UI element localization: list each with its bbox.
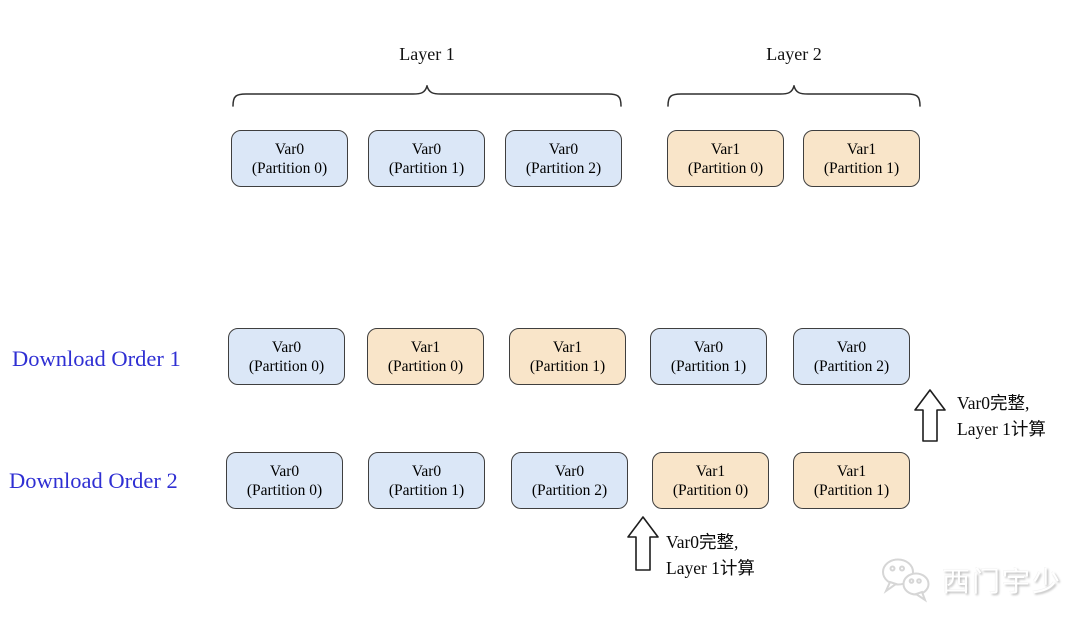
watermark-text: 西门宇少 <box>942 567 1063 598</box>
partition-label: (Partition 0) <box>672 481 749 499</box>
download-order-2-label: Download Order 2 <box>9 468 178 493</box>
partition-label: (Partition 0) <box>687 159 764 177</box>
layer2-var1-partition0-box: Var1 (Partition 0) <box>667 130 784 187</box>
var-label: Var1 <box>410 338 441 356</box>
layer1-var0-partition0-box: Var0 (Partition 0) <box>231 130 348 187</box>
var-label: Var0 <box>274 140 305 158</box>
layer2-var1-partition1-box: Var1 (Partition 1) <box>803 130 920 187</box>
watermark: 西门宇少 <box>878 556 1062 604</box>
partition-label: (Partition 0) <box>248 357 325 375</box>
partition-label: (Partition 1) <box>529 357 606 375</box>
var-label: Var0 <box>836 338 867 356</box>
order1-box-3: Var1 (Partition 1) <box>509 328 626 385</box>
order1-box-1: Var0 (Partition 0) <box>228 328 345 385</box>
partition-label: (Partition 1) <box>813 481 890 499</box>
layer1-var0-partition1-box: Var0 (Partition 1) <box>368 130 485 187</box>
layer1-var0-partition2-box: Var0 (Partition 2) <box>505 130 622 187</box>
partition-label: (Partition 2) <box>525 159 602 177</box>
var-label: Var0 <box>548 140 579 158</box>
partition-label: (Partition 2) <box>531 481 608 499</box>
up-arrow-icon <box>914 389 946 442</box>
partition-label: (Partition 0) <box>387 357 464 375</box>
order1-box-4: Var0 (Partition 1) <box>650 328 767 385</box>
var-label: Var0 <box>554 462 585 480</box>
order1-box-5: Var0 (Partition 2) <box>793 328 910 385</box>
partition-label: (Partition 0) <box>246 481 323 499</box>
annotation-line-1: Var0完整, <box>666 532 739 552</box>
download-order-1-label: Download Order 1 <box>12 346 181 371</box>
layer-2-brace <box>667 85 921 107</box>
var-label: Var1 <box>552 338 583 356</box>
up-arrow-icon <box>627 516 659 571</box>
partition-label: (Partition 0) <box>251 159 328 177</box>
partition-label: (Partition 1) <box>670 357 747 375</box>
var-label: Var0 <box>411 462 442 480</box>
layer-2-label: Layer 2 <box>766 44 822 64</box>
partition-label: (Partition 1) <box>388 481 465 499</box>
order2-box-3: Var0 (Partition 2) <box>511 452 628 509</box>
order2-annotation: Var0完整, Layer 1计算 <box>666 529 755 581</box>
wechat-icon <box>882 558 930 603</box>
order2-box-5: Var1 (Partition 1) <box>793 452 910 509</box>
order2-box-1: Var0 (Partition 0) <box>226 452 343 509</box>
annotation-line-2: Layer 1计算 <box>957 419 1046 439</box>
var-label: Var0 <box>271 338 302 356</box>
order1-annotation: Var0完整, Layer 1计算 <box>957 390 1046 442</box>
var-label: Var1 <box>710 140 741 158</box>
layer-1-label: Layer 1 <box>399 44 455 64</box>
annotation-line-2: Layer 1计算 <box>666 558 755 578</box>
order2-box-4: Var1 (Partition 0) <box>652 452 769 509</box>
var-label: Var0 <box>411 140 442 158</box>
var-label: Var1 <box>836 462 867 480</box>
partition-label: (Partition 1) <box>388 159 465 177</box>
annotation-line-1: Var0完整, <box>957 393 1030 413</box>
layer-1-brace <box>232 85 622 107</box>
partition-label: (Partition 2) <box>813 357 890 375</box>
var-label: Var0 <box>269 462 300 480</box>
var-label: Var1 <box>695 462 726 480</box>
var-label: Var0 <box>693 338 724 356</box>
partition-label: (Partition 1) <box>823 159 900 177</box>
order2-box-2: Var0 (Partition 1) <box>368 452 485 509</box>
var-label: Var1 <box>846 140 877 158</box>
order1-box-2: Var1 (Partition 0) <box>367 328 484 385</box>
